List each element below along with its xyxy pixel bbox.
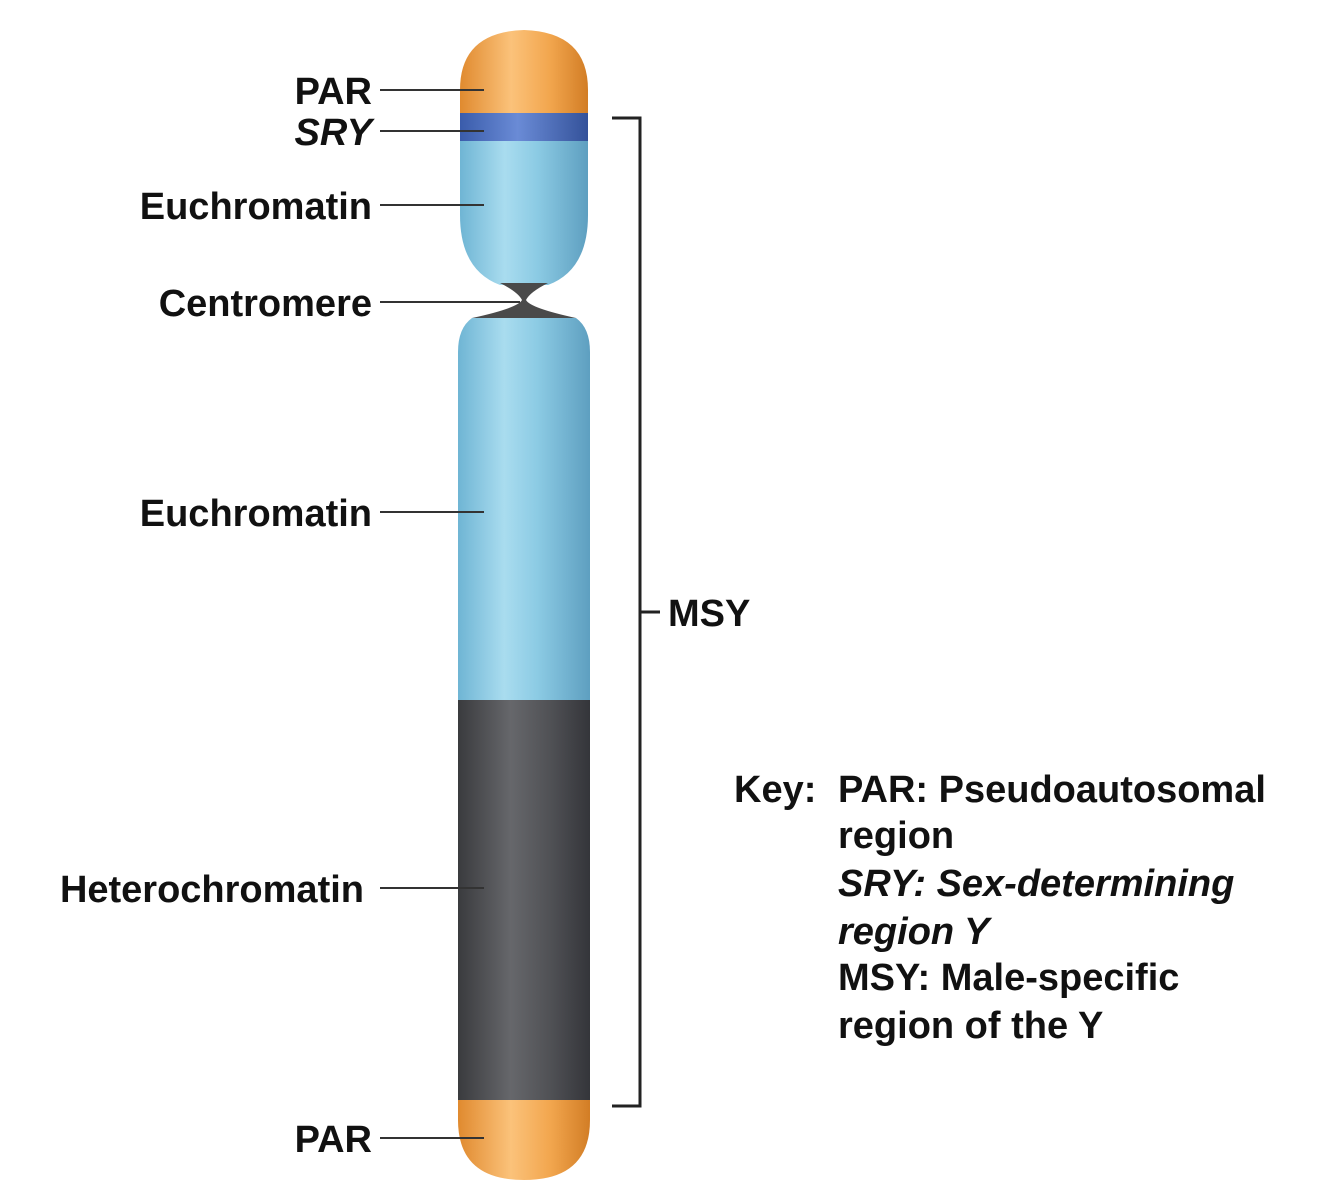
par-bottom-region	[458, 1100, 590, 1180]
label-centromere: Centromere	[159, 283, 372, 325]
key-msy-line1: MSY: Male-specific	[838, 957, 1179, 999]
key-msy-line2: region of the Y	[838, 1005, 1103, 1047]
label-par-bottom: PAR	[295, 1119, 372, 1161]
key-sry-term: SRY	[838, 863, 919, 905]
chromosome-short-arm	[460, 30, 588, 285]
key-par-line1: PAR: Pseudoautosomal	[838, 769, 1266, 811]
euchromatin-lower-region	[458, 318, 590, 702]
label-euchromatin-upper: Euchromatin	[140, 186, 372, 228]
label-par-top: PAR	[295, 71, 372, 113]
label-euchromatin-lower: Euchromatin	[140, 493, 372, 535]
label-msy: MSY	[668, 593, 750, 635]
key-sry-line1: SRY: Sex-determining	[838, 863, 1234, 905]
key-sry-line1-rest: : Sex-determining	[913, 863, 1234, 905]
key-title: Key:	[734, 769, 816, 811]
par-top-region	[460, 30, 588, 113]
sry-band	[460, 113, 588, 141]
label-heterochromatin: Heterochromatin	[60, 869, 364, 911]
key-sry-line2: region Y	[838, 911, 993, 953]
msy-bracket	[612, 116, 660, 1108]
heterochromatin-region	[458, 700, 590, 1102]
chromosome-long-arm	[458, 318, 590, 1180]
euchromatin-upper-region	[460, 140, 588, 285]
key-legend: Key: PAR: Pseudoautosomal region SRY: Se…	[734, 769, 1266, 1047]
label-sry: SRY	[295, 112, 376, 154]
centromere-region	[472, 283, 576, 318]
key-par-line2: region	[838, 815, 954, 857]
